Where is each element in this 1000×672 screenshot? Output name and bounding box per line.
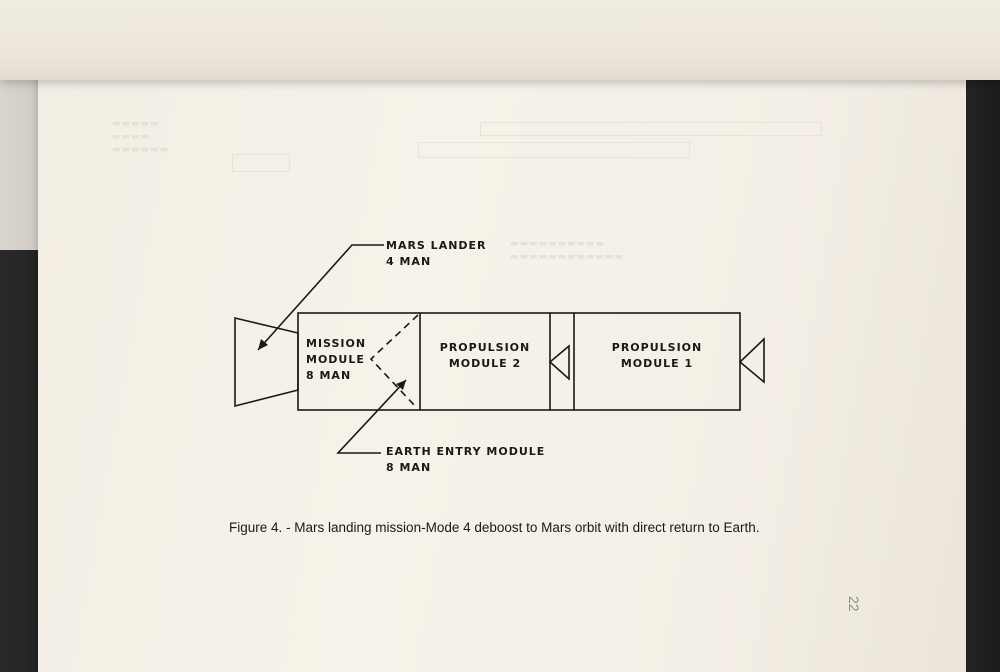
earth-entry-module-outline: [369, 314, 419, 408]
show-through-text: ▬▬▬▬▬▬▬▬▬▬▬▬▬▬▬▬▬▬▬▬▬▬: [510, 239, 625, 262]
show-through-box: [418, 142, 690, 158]
propulsion-module-2-nozzle: [548, 344, 570, 381]
mars-lander-label: MARS LANDER 4 MAN: [386, 239, 487, 268]
arrowhead: [258, 339, 268, 350]
earth-entry-module-label: EARTH ENTRY MODULE 8 MAN: [386, 445, 546, 474]
arrowhead: [396, 380, 406, 390]
propulsion-module-2-label: PROPULSION MODULE 2: [439, 341, 531, 370]
earth-entry-leader: [336, 379, 407, 454]
facing-page-edge: [0, 0, 1000, 80]
page-number: 22: [846, 596, 862, 612]
figure-caption: Figure 4. - Mars landing mission-Mode 4 …: [229, 520, 760, 535]
show-through-text: ▬▬▬▬▬▬▬▬▬▬▬▬▬▬▬: [112, 119, 170, 155]
mars-lander-leader: [257, 244, 384, 351]
mars-lander-cone: [234, 316, 299, 408]
propulsion-module-1-nozzle: [738, 337, 765, 384]
show-through-box: [232, 154, 290, 172]
mission-module-label: MISSION MODULE 8 MAN: [306, 337, 367, 382]
show-through-box: [480, 122, 822, 136]
document-page: [38, 58, 966, 672]
propulsion-module-1-label: PROPULSION MODULE 1: [611, 341, 703, 370]
